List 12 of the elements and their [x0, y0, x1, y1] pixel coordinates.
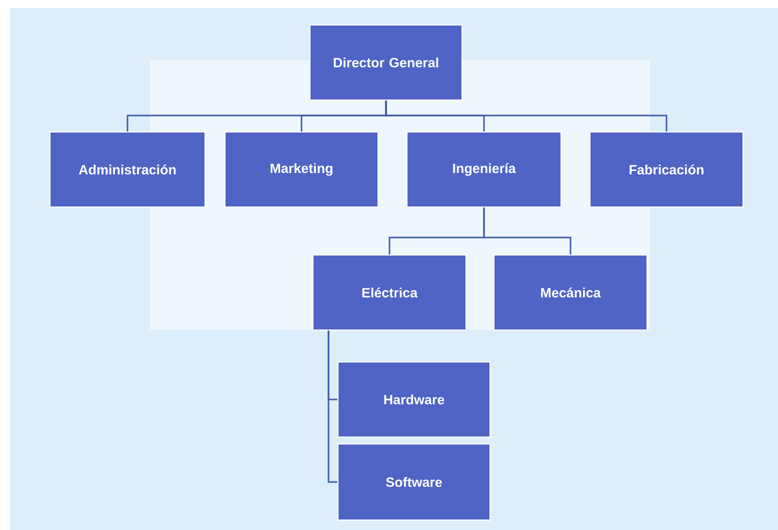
- connector-line: [483, 208, 572, 254]
- org-box: Fabricación: [590, 132, 744, 208]
- org-box: Marketing: [224, 132, 378, 208]
- org-box: Administración: [50, 132, 206, 208]
- org-box: Director General: [310, 24, 462, 100]
- connector-line: [328, 330, 338, 483]
- org-box: Mecánica: [494, 254, 648, 330]
- connector-line: [385, 100, 668, 132]
- org-box: Software: [338, 444, 490, 520]
- org-box: Eléctrica: [312, 254, 466, 330]
- org-box: Hardware: [338, 362, 490, 438]
- org-box: Ingeniería: [406, 132, 562, 208]
